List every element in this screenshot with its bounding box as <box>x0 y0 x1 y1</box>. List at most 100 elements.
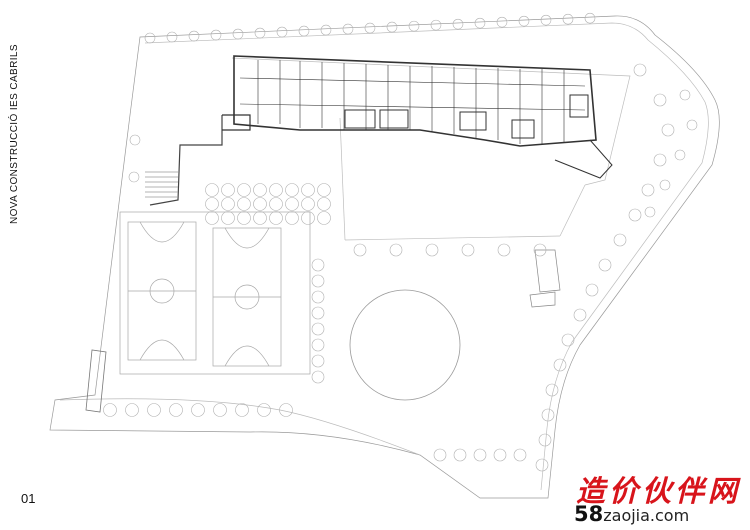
tree-canopy <box>613 233 627 247</box>
tree-canopy <box>493 448 507 462</box>
tree-canopy <box>301 197 315 211</box>
tree-canopy <box>433 448 447 462</box>
tree-canopy <box>541 408 555 422</box>
tree-canopy <box>311 338 325 352</box>
tree-canopy <box>237 197 251 211</box>
tree-canopy <box>237 211 251 225</box>
tree-canopy <box>474 17 486 29</box>
tree-canopy <box>641 183 655 197</box>
tree-canopy <box>128 171 140 183</box>
tree-canopy <box>573 308 587 322</box>
tree-canopy <box>311 290 325 304</box>
tree-canopy <box>562 13 574 25</box>
tree-canopy <box>144 32 156 44</box>
tree-canopy <box>628 208 642 222</box>
tree-canopy <box>188 30 200 42</box>
tree-canopy <box>598 258 612 272</box>
tree-canopy <box>533 243 547 257</box>
watermark-brand: 造价伙伴网 <box>576 474 742 508</box>
tree-canopy <box>311 370 325 384</box>
main-building <box>222 55 613 179</box>
tree-canopy <box>232 28 244 40</box>
tree-canopy <box>535 458 549 472</box>
tree-canopy <box>674 149 686 161</box>
watermark-url-rest: zaojia.com <box>603 506 690 525</box>
sports-courts <box>119 211 311 375</box>
tree-canopy <box>221 197 235 211</box>
tree-canopy <box>205 211 219 225</box>
tree-canopy <box>513 448 527 462</box>
tree-canopy <box>311 354 325 368</box>
tree-canopy <box>653 93 667 107</box>
tree-canopy <box>269 211 283 225</box>
tree-canopy <box>285 183 299 197</box>
tree-canopy <box>585 283 599 297</box>
tree-canopy <box>461 243 475 257</box>
tree-canopy <box>389 243 403 257</box>
tree-canopy <box>538 433 552 447</box>
site-boundary <box>49 15 720 499</box>
tree-canopy <box>679 89 691 101</box>
tree-canopy <box>166 31 178 43</box>
tree-canopy <box>364 22 376 34</box>
tree-canopy <box>125 403 139 417</box>
tree-canopy <box>497 243 511 257</box>
tree-canopy <box>301 183 315 197</box>
tree-canopy <box>584 12 596 24</box>
tree-canopy <box>191 403 205 417</box>
tree-canopy <box>386 21 398 33</box>
tree-canopy <box>317 197 331 211</box>
tree-canopy <box>129 134 141 146</box>
tree-canopy <box>317 183 331 197</box>
tree-canopy <box>279 403 293 417</box>
tree-canopy <box>430 19 442 31</box>
tree-canopy <box>659 179 671 191</box>
tree-canopy <box>311 274 325 288</box>
tree-canopy <box>205 197 219 211</box>
tree-canopy <box>237 183 251 197</box>
drawing-title: NOVA CONSTRUCCIÓ IES CABRILS <box>9 44 20 224</box>
watermark-url: 58zaojia.com <box>574 502 689 526</box>
tree-canopy <box>633 63 647 77</box>
tree-canopy <box>221 183 235 197</box>
tree-canopy <box>285 211 299 225</box>
tree-canopy <box>473 448 487 462</box>
tree-canopy <box>408 20 420 32</box>
tree-canopy <box>235 403 249 417</box>
tree-canopy <box>253 211 267 225</box>
tree-canopy <box>205 183 219 197</box>
tree-canopy <box>311 306 325 320</box>
tree-canopy <box>661 123 675 137</box>
tree-canopy <box>147 403 161 417</box>
tree-canopy <box>496 16 508 28</box>
tree-canopy <box>453 448 467 462</box>
tree-canopy <box>103 403 117 417</box>
tree-canopy <box>253 183 267 197</box>
tree-canopy <box>452 18 464 30</box>
tree-canopy <box>169 403 183 417</box>
tree-canopy <box>545 383 559 397</box>
tree-canopy <box>342 23 354 35</box>
tree-canopy <box>320 24 332 36</box>
circular-plaza <box>349 289 461 401</box>
tree-canopy <box>254 27 266 39</box>
tree-canopy <box>644 206 656 218</box>
tree-canopy <box>269 197 283 211</box>
tree-canopy <box>253 197 267 211</box>
tree-canopy <box>561 333 575 347</box>
tree-canopy <box>425 243 439 257</box>
tree-canopy <box>285 197 299 211</box>
tree-canopy <box>210 29 222 41</box>
tree-canopy <box>221 211 235 225</box>
tree-canopy <box>257 403 271 417</box>
tree-canopy <box>353 243 367 257</box>
tree-canopy <box>269 183 283 197</box>
tree-canopy <box>213 403 227 417</box>
tree-canopy <box>298 25 310 37</box>
page-number: 01 <box>21 491 36 506</box>
tree-canopy <box>317 211 331 225</box>
tree-canopy <box>686 119 698 131</box>
tree-canopy <box>276 26 288 38</box>
tree-canopy <box>553 358 567 372</box>
